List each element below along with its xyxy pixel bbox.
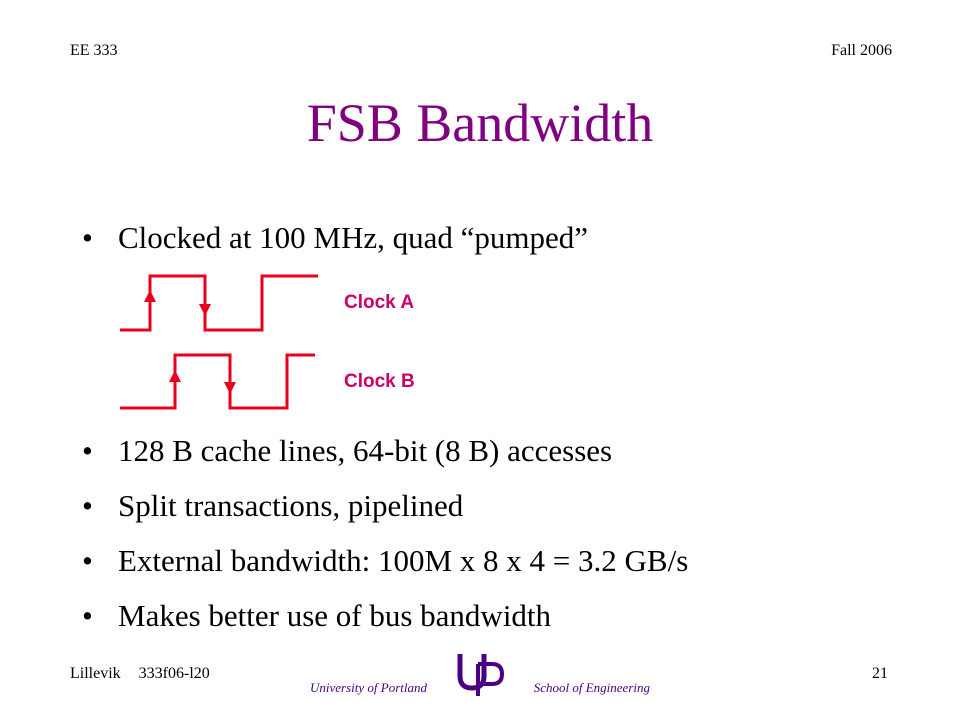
up-monogram-icon (457, 654, 504, 696)
author-name: Lillevik (70, 665, 121, 682)
bullet-dot: • (82, 220, 93, 255)
university-name: University of Portland (310, 680, 427, 695)
bullet-item: • External bandwidth: 100M x 8 x 4 = 3.2 … (82, 543, 688, 579)
bullet-item: • Clocked at 100 MHz, quad “pumped” (82, 220, 588, 256)
bullet-dot: • (82, 543, 93, 578)
bullet-text: Split transactions, pipelined (118, 488, 464, 523)
clock-a-label: Clock A (344, 292, 415, 313)
school-name: School of Engineering (533, 680, 650, 695)
bullet-text: External bandwidth: 100M x 8 x 4 = 3.2 G… (118, 543, 689, 578)
bullet-item: • Split transactions, pipelined (82, 488, 463, 524)
bullet-text: Clocked at 100 MHz, quad “pumped” (118, 220, 589, 255)
page-number: 21 (872, 665, 888, 682)
bullet-text: 128 B cache lines, 64-bit (8 B) accesses (118, 433, 613, 468)
term-header: Fall 2006 (831, 42, 892, 59)
clock-a-arrows (144, 288, 211, 318)
bullet-item: • Makes better use of bus bandwidth (82, 598, 551, 634)
footer-author: Lillevik 333f06-l20 (70, 665, 210, 683)
course-header: EE 333 (70, 42, 118, 59)
clock-b-label: Clock B (344, 371, 415, 392)
bullet-dot: • (82, 488, 93, 523)
bullet-dot: • (82, 598, 93, 633)
bullet-text: Makes better use of bus bandwidth (118, 598, 552, 633)
slide-title: FSB Bandwidth (306, 93, 654, 153)
clock-b-arrows (169, 366, 236, 396)
clock-b-waveform (120, 353, 315, 410)
bullet-item: • 128 B cache lines, 64-bit (8 B) accesse… (82, 433, 612, 469)
bullet-dot: • (82, 433, 93, 468)
university-logo: University of Portland School of Enginee… (310, 650, 650, 700)
lecture-file: 333f06-l20 (138, 665, 210, 682)
